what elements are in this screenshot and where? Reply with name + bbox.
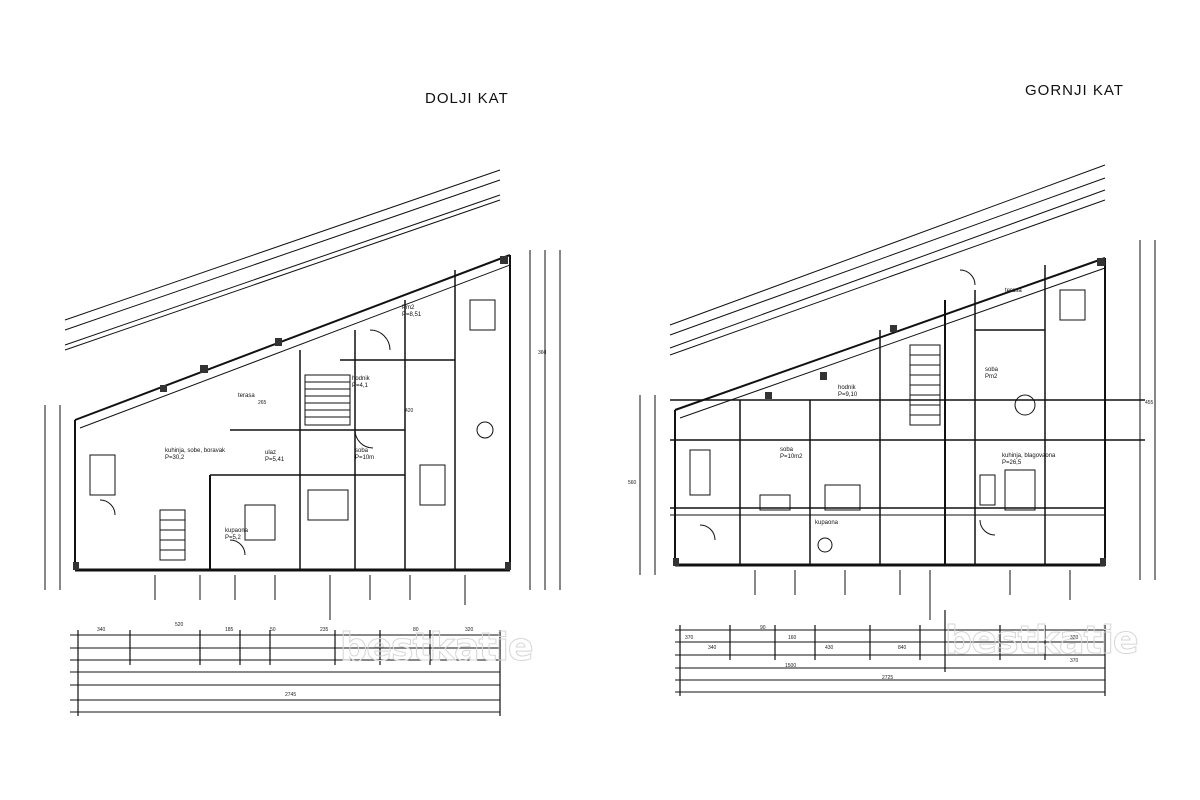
dimension-label: 235 (320, 627, 329, 633)
plan-title: DOLJI KAT (425, 90, 509, 107)
plan-drawing (639, 164, 1156, 696)
dimension-label: 2745 (285, 692, 297, 698)
dimension-label: 90 (760, 625, 766, 631)
dimension-label: 520 (175, 622, 184, 628)
room-label: kupaona (815, 520, 839, 526)
dimension-label: 1500 (785, 663, 797, 669)
room-label: terasa (1005, 288, 1022, 294)
dimension-label: 340 (708, 645, 717, 651)
dimension-label: 420 (405, 408, 414, 414)
dimension-label: 320 (1070, 635, 1079, 641)
dimension-label: 265 (258, 400, 267, 406)
dimension-label: 185 (225, 627, 234, 633)
plan-drawing (44, 169, 561, 716)
plan-title: GORNJI KAT (1025, 82, 1124, 99)
watermark: bestkatie (340, 625, 535, 670)
watermark: bestkatie (945, 618, 1140, 663)
dimension-label: 340 (97, 627, 106, 633)
dimension-label: 80 (413, 627, 419, 633)
room-label: terasa (238, 393, 255, 399)
dimension-label: 160 (788, 635, 797, 641)
dimension-label: 370 (1070, 658, 1079, 664)
slope-dim-line (64, 169, 501, 321)
dimension-label: 320 (465, 627, 474, 633)
floor-plan-right: GORNJI KAT (600, 0, 1200, 800)
dimension-label: 360 (538, 350, 547, 356)
dimension-label: 560 (628, 480, 637, 486)
dimension-label: 50 (270, 627, 276, 633)
floor-plan-left: DOLJI KAT (44, 90, 561, 716)
dimension-label: 455 (1145, 400, 1154, 406)
dimension-label: 370 (685, 635, 694, 641)
dimension-label: 2725 (882, 675, 894, 681)
dimension-label: 430 (825, 645, 834, 651)
dimension-label: 840 (898, 645, 907, 651)
